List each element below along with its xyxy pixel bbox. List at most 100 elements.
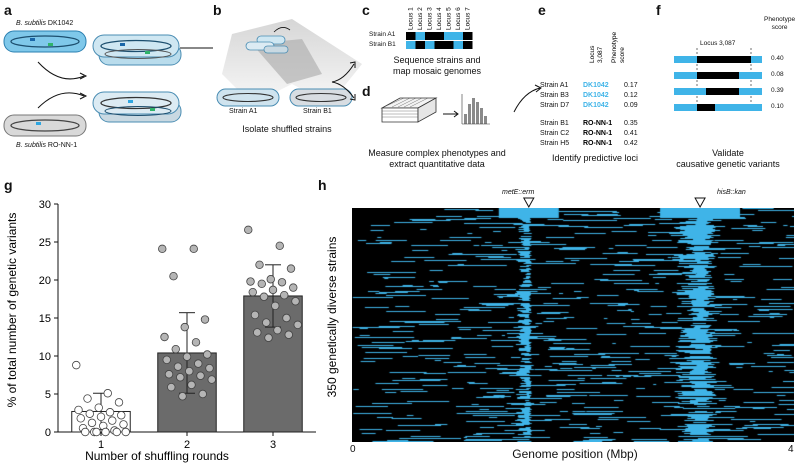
locus-cell [444, 41, 454, 49]
data-point [169, 271, 178, 281]
marker [48, 43, 53, 46]
data-point [196, 371, 205, 380]
data-point [271, 301, 280, 311]
locus-header: Locus 4 [436, 7, 443, 30]
validation-row [674, 56, 762, 63]
data-point [112, 427, 121, 437]
locus-cell [415, 32, 425, 40]
data-point [160, 332, 169, 342]
marker-triangle [522, 197, 535, 209]
branch-arrows [331, 61, 356, 101]
y-tick-label: 0 [45, 427, 51, 439]
parent-cell-dk1042 [3, 30, 87, 53]
locus-header-line2: 3,087 [597, 46, 604, 63]
fused-cell [92, 91, 180, 115]
panel-label-b: b [213, 2, 222, 18]
caption-line: Validate [712, 148, 744, 158]
data-point [162, 355, 171, 364]
panel-f-caption: Validate causative genetic variants [668, 148, 788, 170]
locus-cell [453, 32, 463, 40]
data-point [291, 297, 300, 306]
x-axis-label: Genome position (Mbp) [512, 447, 638, 461]
allele-cell: RO-NN-1 [583, 120, 613, 127]
data-point [282, 313, 291, 323]
score-value: 0.39 [771, 87, 784, 94]
panel-a-cells [3, 30, 213, 137]
data-point [286, 264, 296, 273]
score-value: 0.08 [771, 71, 784, 78]
data-point [246, 277, 255, 286]
data-point [189, 244, 198, 254]
y-tick-label: 15 [39, 313, 51, 325]
strain-b1-row-label: Strain B1 [369, 41, 396, 48]
data-point [108, 416, 117, 425]
caption-line: Measure complex phenotypes and [368, 148, 506, 158]
panel-b-diagram [216, 19, 362, 107]
score-cell: 0.17 [624, 82, 638, 89]
chromosome [10, 35, 80, 48]
header-line: score [771, 24, 788, 31]
data-point [72, 360, 81, 370]
arrow [37, 61, 85, 80]
locus-cell [406, 32, 416, 40]
data-point [83, 394, 92, 403]
data-point [176, 373, 185, 382]
data-point [255, 260, 264, 269]
ylabel-svg: 350 genetically diverse strains [325, 237, 339, 398]
species-name: B. subtilis [16, 142, 46, 149]
caption-line: extract quantitative data [389, 159, 485, 169]
locus-cell [425, 41, 435, 49]
x-tick-label: 2 [184, 439, 190, 451]
data-point [277, 278, 287, 287]
data-point [167, 382, 176, 392]
locus-header: Locus 6 [455, 7, 462, 30]
marker-label-hisb: hisB::kan [717, 189, 746, 196]
data-point [275, 241, 284, 251]
y-axis-label: % of total number of genetic variants [5, 213, 19, 408]
marker-triangles [522, 197, 706, 209]
caption-line: Sequence strains and [393, 55, 481, 65]
panel-label-a: a [4, 2, 12, 18]
data-point [114, 398, 124, 407]
data-point [203, 350, 212, 359]
locus-cell [425, 32, 435, 40]
locus-cell [434, 32, 444, 40]
x-tick-label: 3 [270, 439, 276, 451]
score-cell: 0.42 [624, 140, 638, 147]
data-point [119, 420, 128, 429]
strain-cell: Strain B1 [540, 120, 569, 127]
caption-line: causative genetic variants [676, 159, 780, 169]
locus-cell [406, 41, 416, 49]
locus-header-line1: Locus [589, 45, 596, 63]
score-value: 0.10 [771, 103, 784, 110]
locus-label: Locus 3,087 [700, 40, 736, 47]
data-point [284, 330, 293, 339]
panel-e-headers: Locus 3,087 Phenotype score [589, 32, 626, 63]
data-point [96, 412, 106, 421]
header-line: Phenotype [764, 16, 796, 23]
chromosome [10, 119, 80, 132]
strain-b1-label: Strain B1 [303, 108, 332, 115]
data-point [250, 310, 260, 320]
strain-top-label: B. subtilis DK1042 [16, 20, 73, 27]
score-cell: 0.12 [624, 92, 638, 99]
locus-cell [463, 32, 473, 40]
y-tick-label: 25 [39, 237, 51, 249]
data-point [105, 408, 115, 417]
y-tick-label: 20 [39, 275, 51, 287]
panel-label-h: h [318, 177, 327, 193]
arrow-to-e [513, 84, 542, 113]
species-name: B. subtilis [16, 20, 46, 27]
data-point [264, 333, 273, 342]
panel-label-c: c [362, 2, 370, 18]
panel-label-d: d [362, 83, 371, 99]
x-start-tick: 0 [350, 444, 356, 455]
validation-row [674, 88, 762, 95]
data-point [182, 352, 192, 361]
validation-row [674, 72, 762, 79]
panel-label-f: f [656, 2, 661, 18]
locus-header: Locus 5 [446, 7, 453, 30]
isolated-strain-b1 [289, 88, 353, 107]
panel-d-caption: Measure complex phenotypes and extract q… [352, 148, 522, 170]
